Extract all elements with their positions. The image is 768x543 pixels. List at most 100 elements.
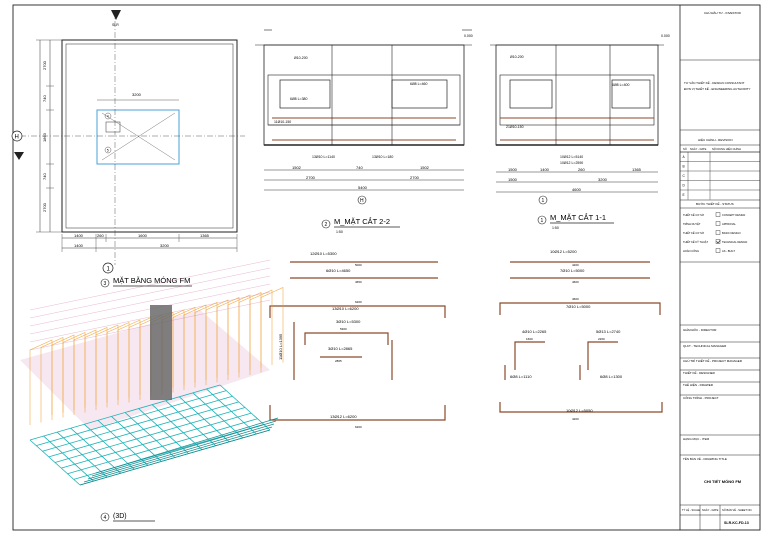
mesh-edge xyxy=(83,426,273,483)
rebar-mesh xyxy=(29,384,279,486)
mesh-edge xyxy=(87,423,275,480)
bendL-dim-1: 5000 xyxy=(355,263,362,267)
status-checkbox[interactable] xyxy=(715,230,721,235)
mesh-edge xyxy=(79,429,271,486)
bendL-label-2: 6Ø10 L=4650 xyxy=(326,268,351,273)
bendL-dim-6: 6200 xyxy=(355,425,362,429)
plan-dim-bottom-e: 1400 xyxy=(74,243,84,248)
sec22-bar-3: 6Ø8 L=460 xyxy=(410,82,427,86)
view3d-label: (3D) xyxy=(113,513,127,520)
status-checkbox[interactable] xyxy=(715,221,721,226)
revision-row-label: E xyxy=(683,193,685,197)
bendL-label-6: 11Ø10 L=1395 xyxy=(278,333,283,360)
plan-dim-left-4: 740 xyxy=(42,173,47,180)
tb-role-3: CHỦ TRÌ THIẾT KẾ - PROJECT MANAGER xyxy=(683,358,743,363)
bendR-dim-1: 4200 xyxy=(572,263,579,267)
tb-sheet-no-label: SỐ BẢN VẼ - SHEET NO. xyxy=(722,507,752,512)
bendL-label-1: 12Ø10 L=5300 xyxy=(310,251,337,256)
status-item-value: AS - BUILT xyxy=(722,249,735,253)
revision-row-label: A xyxy=(683,155,686,159)
sec11-title: M_MẶT CẮT 1-1 xyxy=(550,213,606,222)
plan-dim-left-5: 2700 xyxy=(42,202,47,212)
sec11-bar-5: 10Ø12 L=2590 xyxy=(560,161,583,165)
status-item-label: TRÌNH DUYỆT xyxy=(683,221,701,226)
plan-dim-bottom-b: 260 xyxy=(97,233,104,238)
section-marker-left xyxy=(14,152,24,160)
sec11-dim-6: 3200 xyxy=(598,177,608,182)
cage-bar xyxy=(249,289,273,375)
bendL-label-4: 3Ø10 L=5300 xyxy=(336,319,361,324)
mesh-bar xyxy=(67,418,258,475)
status-checkbox[interactable] xyxy=(715,239,721,244)
revision-row-label: D xyxy=(683,184,686,188)
sec22-elev: 0.000 xyxy=(464,34,473,38)
bendR-dim-6: 4200 xyxy=(572,417,579,421)
sec11-scale: 1:50 xyxy=(552,226,559,230)
cage-tie xyxy=(29,275,271,327)
tb-drawing-title-label: TÊN BẢN VẼ - DRAWING TITLE xyxy=(683,456,727,461)
sec22-dim-4: 2700 xyxy=(306,175,316,180)
sec11-dim-5: 1500 xyxy=(508,177,518,182)
plan-dim-left-3: 1863 xyxy=(42,132,47,142)
bendL-label-3: 13Ø10 L=6200 xyxy=(332,306,359,311)
bending-schedule-left: 12Ø10 L=5300 6Ø10 L=4650 13Ø10 L=6200 3Ø… xyxy=(269,251,446,429)
tb-consultant2: ĐƠN VỊ THIẾT KẾ - ENGINEERING AUTHORITY xyxy=(684,86,750,91)
plan-dim-bottom-c: 1600 xyxy=(138,233,148,238)
sec11-bar-3: 21Ø10-150 xyxy=(506,125,524,129)
cage-tie xyxy=(29,267,271,319)
plan-title-tag: 3 xyxy=(104,281,107,287)
view3d-tag: 4 xyxy=(104,515,107,521)
sec22-dim-1: 1502 xyxy=(292,165,302,170)
bendR-label-8: 10Ø12 L=5050 xyxy=(566,408,593,413)
cage-tie xyxy=(29,259,271,311)
sec11-dim-4: 1365 xyxy=(632,167,642,172)
sec22-bar-2: 6Ø8 L=380 xyxy=(290,97,307,101)
plan-grid-left: H xyxy=(15,135,19,141)
sec22-grid: H xyxy=(360,198,364,204)
sec11-tag: 1 xyxy=(541,218,544,224)
mesh-bar xyxy=(36,390,227,447)
footprint-outline xyxy=(96,109,180,165)
status-checkbox[interactable] xyxy=(715,248,721,253)
title-block: CHỦ ĐẦU TƯ - INVESTOR TƯ VẤN THIẾT KẾ - … xyxy=(679,5,760,530)
plan-dim-bottom-a: 1400 xyxy=(74,233,84,238)
plan-dim-bottom-d: 1365 xyxy=(200,233,210,238)
tb-drawing-title: CHI TIẾT MÓNG FM xyxy=(704,479,742,484)
tb-role-1: GIÁM ĐỐC - DIRECTOR xyxy=(683,327,717,332)
tb-owner: CHỦ ĐẦU TƯ - INVESTOR xyxy=(704,10,742,15)
status-item-label: THIẾT KẾ CƠ SỞ xyxy=(683,212,705,217)
status-item-value: BASIC DESIGN xyxy=(722,231,741,235)
bendR-dim-3: 4600 xyxy=(572,297,579,301)
sheet-border xyxy=(12,4,761,531)
tb-role-5: THỂ HIỆN - DRAWER xyxy=(683,382,714,387)
rebar-3d-view: 4 (3D) xyxy=(20,259,284,522)
plan-grid-top: 1 xyxy=(107,267,111,273)
bending-schedule-right: 10Ø12 L=5200 7Ø10 L=5000 7Ø10 L=5000 4Ø1… xyxy=(499,249,663,421)
tb-item-label: HẠNG MỤC - ITEM xyxy=(683,437,710,441)
sec22-dim-total: 5400 xyxy=(358,185,368,190)
section-1-1-view: Ø10-200 6Ø8 L=400 21Ø10-150 10Ø12 L=5140… xyxy=(490,34,670,230)
bendL-dim-4: 5300 xyxy=(340,327,347,331)
mesh-bar xyxy=(54,407,246,463)
checkmark-icon xyxy=(716,239,721,244)
status-checkbox[interactable] xyxy=(715,212,721,217)
bendL-label-5: 3Ø10 L=2865 xyxy=(328,346,353,351)
sec22-bar-4: 11Ø10-150 xyxy=(274,120,291,124)
sec11-dim-total: 4600 xyxy=(572,187,582,192)
sec11-dim-1: 1500 xyxy=(508,167,518,172)
tb-sheet-no: SLR-KC-FD-13 xyxy=(724,521,749,525)
sec11-bar-1: Ø10-200 xyxy=(510,55,524,59)
grid-bubble-1 xyxy=(102,262,114,274)
bendR-label-1: 10Ø12 L=5200 xyxy=(550,249,577,254)
bendR-label-3: 7Ø10 L=5000 xyxy=(566,304,591,309)
bendL-dim-3: 6200 xyxy=(355,300,362,304)
bendL-dim-5: 2865 xyxy=(335,359,342,363)
sec11-dim-3: 260 xyxy=(578,167,585,172)
sec22-dim-2: 740 xyxy=(356,165,363,170)
bendR-label-6: 6Ø8 L=1110 xyxy=(510,374,532,379)
sec22-bar-5: 13Ø10 L=1140 xyxy=(312,155,335,159)
sec22-title: M_MẶT CẮT 2-2 xyxy=(334,217,390,226)
